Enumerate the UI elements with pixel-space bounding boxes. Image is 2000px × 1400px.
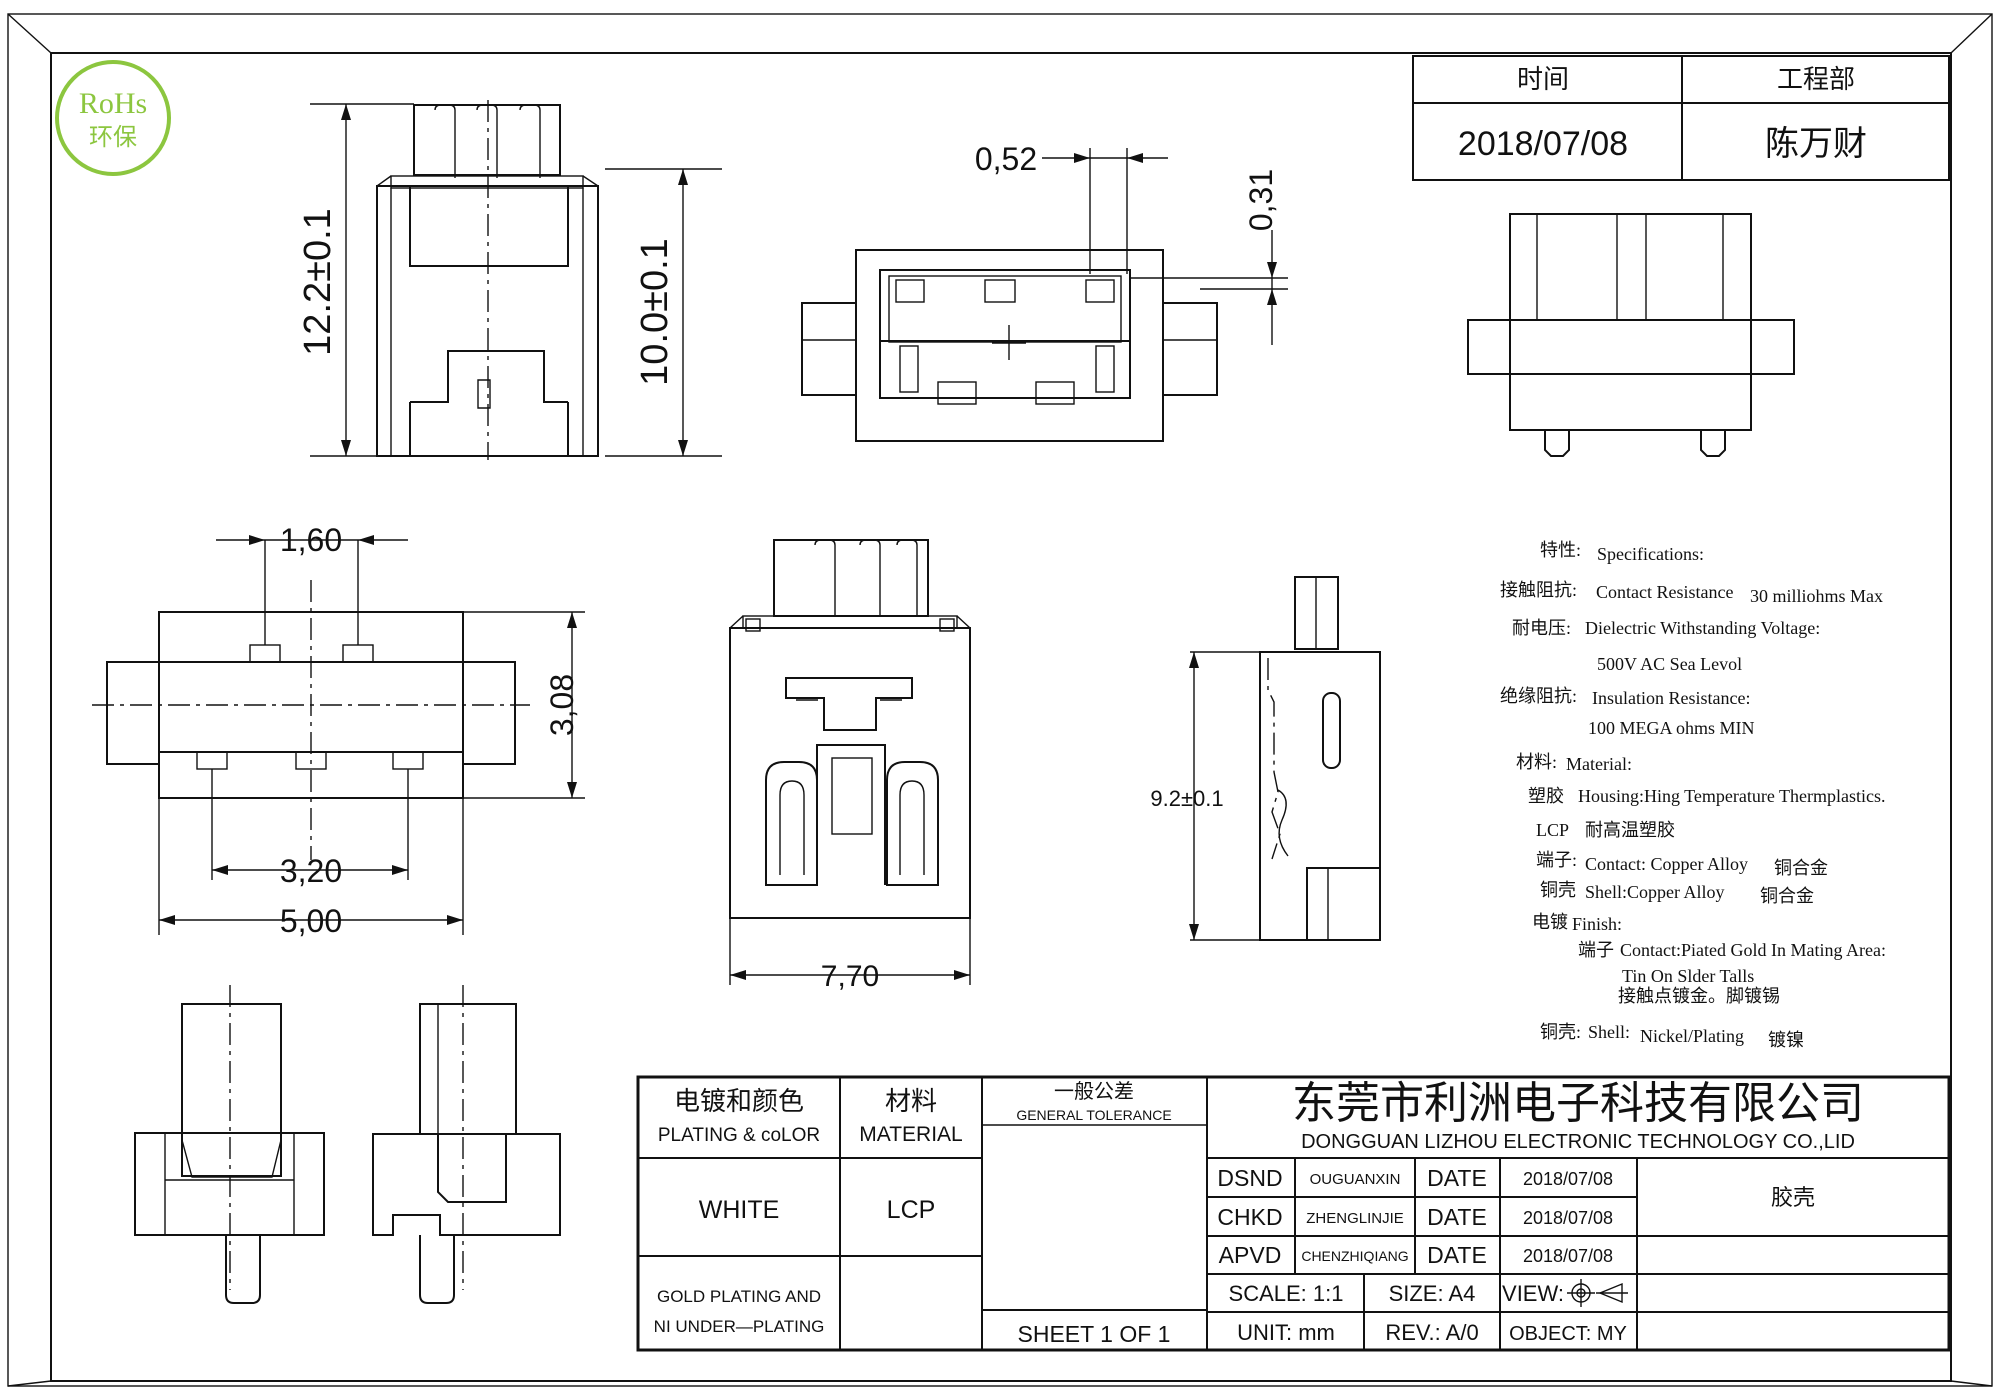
dsnd-name: OUGUANXIN	[1310, 1171, 1401, 1188]
plating-color-cn: 电镀和颜色	[674, 1086, 804, 1116]
spec-finish-contact-en: Contact:Piated Gold In Mating Area:	[1620, 940, 1886, 960]
spec-finish-cn: 电镀	[1532, 912, 1568, 932]
pin-view-right	[372, 985, 561, 1304]
dept-label: 工程部	[1777, 64, 1855, 94]
side-view-top-right	[1467, 213, 1795, 457]
rev-label: REV.: A/0	[1385, 1320, 1478, 1345]
dim-3-08: 3,08	[544, 674, 580, 736]
spec-material-en: Material:	[1566, 754, 1632, 774]
title-block: 电镀和颜色 PLATING & coLOR 材料 MATERIAL 一般公差 G…	[636, 1075, 1951, 1352]
spec-shell-alloy-cn: 铜合金	[1760, 886, 1814, 906]
front-view-top-left: 12.2±0.1 10.0±0.1	[297, 100, 722, 460]
dsnd-label: DSND	[1217, 1165, 1282, 1191]
apvd-name: CHENZHIQIANG	[1301, 1248, 1408, 1264]
view-label: VIEW:	[1502, 1281, 1564, 1306]
specifications: 特性: Specifications: 接触阻抗: Contact Resist…	[1500, 540, 1886, 1050]
scale-label: SCALE: 1:1	[1229, 1281, 1344, 1306]
date-2: 2018/07/08	[1523, 1208, 1613, 1228]
spec-contact-res-cn: 接触阻抗:	[1500, 580, 1577, 600]
object-label: OBJECT: MY	[1509, 1323, 1627, 1345]
date-label-2: DATE	[1427, 1204, 1487, 1230]
dim-7-70: 7,70	[821, 960, 879, 993]
chkd-label: CHKD	[1217, 1204, 1282, 1230]
dim-12-2: 12.2±0.1	[297, 208, 339, 356]
person-value: 陈万财	[1765, 125, 1867, 163]
spec-contact-alloy-cn: 铜合金	[1774, 858, 1828, 878]
apvd-label: APVD	[1219, 1242, 1282, 1268]
dim-10-0: 10.0±0.1	[634, 238, 676, 386]
company-cn: 东莞市利洲电子科技有限公司	[1292, 1079, 1864, 1128]
chkd-name: ZHENGLINJIE	[1306, 1210, 1404, 1227]
end-view-top-center: 0,52 0,31	[801, 141, 1288, 442]
projection-symbol-icon	[1567, 1279, 1628, 1307]
side-view-center-right: 9.2±0.1	[1150, 576, 1381, 941]
dim-9-2: 9.2±0.1	[1150, 786, 1223, 811]
spec-voltage-en: Dielectric Withstanding Voltage:	[1585, 618, 1820, 638]
rohs-logo: RoHs 环保	[55, 60, 171, 176]
spec-shell2-val: Nickel/Plating	[1640, 1026, 1744, 1046]
plating-color-en: PLATING & coLOR	[658, 1125, 820, 1146]
plating-line1: GOLD PLATING AND	[657, 1287, 821, 1306]
time-box: 时间 工程部 2018/07/08 陈万财	[1412, 55, 1950, 181]
spec-shell2-val-cn: 镀镍	[1768, 1030, 1804, 1050]
rohs-subtext: 环保	[89, 124, 137, 151]
date-3: 2018/07/08	[1523, 1246, 1613, 1266]
dim-1-60: 1,60	[280, 522, 342, 558]
plating-line2: NI UNDER—PLATING	[654, 1317, 825, 1336]
spec-finish-contact-cn: 端子	[1578, 940, 1614, 960]
spec-finish-note-cn: 接触点镀金。脚镀锡	[1618, 986, 1780, 1006]
material-en: MATERIAL	[859, 1123, 962, 1146]
spec-contact-en: Contact: Copper Alloy	[1585, 854, 1748, 874]
bottom-view-middle-left: 1,60 3,08 3,20 5,00	[92, 522, 585, 939]
sheet-label: SHEET 1 OF 1	[1018, 1321, 1171, 1347]
front-view-center: 7,70	[729, 539, 971, 993]
size-label: SIZE: A4	[1389, 1281, 1476, 1306]
spec-housing-en: Housing:Hing Temperature Thermplastics.	[1578, 786, 1886, 806]
spec-shell-cn: 铜壳	[1540, 880, 1576, 900]
unit-label: UNIT: mm	[1237, 1320, 1335, 1345]
spec-header-cn: 特性:	[1540, 540, 1581, 560]
spec-contact-res-val: 30 milliohms Max	[1750, 586, 1883, 606]
dim-0-52: 0,52	[975, 141, 1037, 177]
spec-lcp-label: LCP	[1536, 820, 1569, 840]
tolerance-cn: 一般公差	[1054, 1080, 1134, 1103]
color-value: WHITE	[699, 1196, 780, 1224]
spec-contact-cn: 端子:	[1536, 850, 1577, 870]
spec-insulation-val: 100 MEGA ohms MIN	[1588, 718, 1755, 738]
drawing-border	[7, 13, 1993, 1387]
time-value: 2018/07/08	[1458, 125, 1628, 163]
spec-material-cn: 材料:	[1516, 752, 1557, 772]
date-label-3: DATE	[1427, 1242, 1487, 1268]
rohs-text: RoHs	[79, 87, 147, 120]
spec-header-en: Specifications:	[1597, 544, 1704, 564]
dim-3-20: 3,20	[280, 853, 342, 889]
time-label: 时间	[1517, 64, 1569, 94]
date-1: 2018/07/08	[1523, 1169, 1613, 1189]
company-en: DONGGUAN LIZHOU ELECTRONIC TECHNOLOGY CO…	[1301, 1131, 1855, 1153]
spec-finish-tin: Tin On Slder Talls	[1622, 966, 1754, 986]
dim-5-00: 5,00	[280, 903, 342, 939]
spec-shell2-en: Shell:	[1588, 1022, 1630, 1042]
material-cn: 材料	[885, 1086, 937, 1116]
spec-contact-res-en: Contact Resistance	[1596, 582, 1733, 602]
pin-view-left	[134, 985, 325, 1304]
date-label-1: DATE	[1427, 1165, 1487, 1191]
spec-finish-en: Finish:	[1572, 914, 1622, 934]
spec-voltage-cn: 耐电压:	[1512, 618, 1571, 638]
spec-shell2-cn: 铜壳:	[1540, 1022, 1581, 1042]
tolerance-en: GENERAL TOLERANCE	[1016, 1107, 1171, 1123]
spec-insulation-cn: 绝缘阻抗:	[1500, 686, 1577, 706]
part-name: 胶壳	[1771, 1185, 1815, 1210]
material-value: LCP	[887, 1196, 936, 1224]
spec-lcp-cn: 耐高温塑胶	[1585, 820, 1675, 840]
dim-0-31: 0,31	[1243, 169, 1279, 231]
spec-shell-en: Shell:Copper Alloy	[1585, 882, 1725, 902]
spec-insulation-en: Insulation Resistance:	[1592, 688, 1750, 708]
spec-voltage-val: 500V AC Sea Levol	[1597, 654, 1742, 674]
spec-housing-cn: 塑胶	[1528, 786, 1564, 806]
